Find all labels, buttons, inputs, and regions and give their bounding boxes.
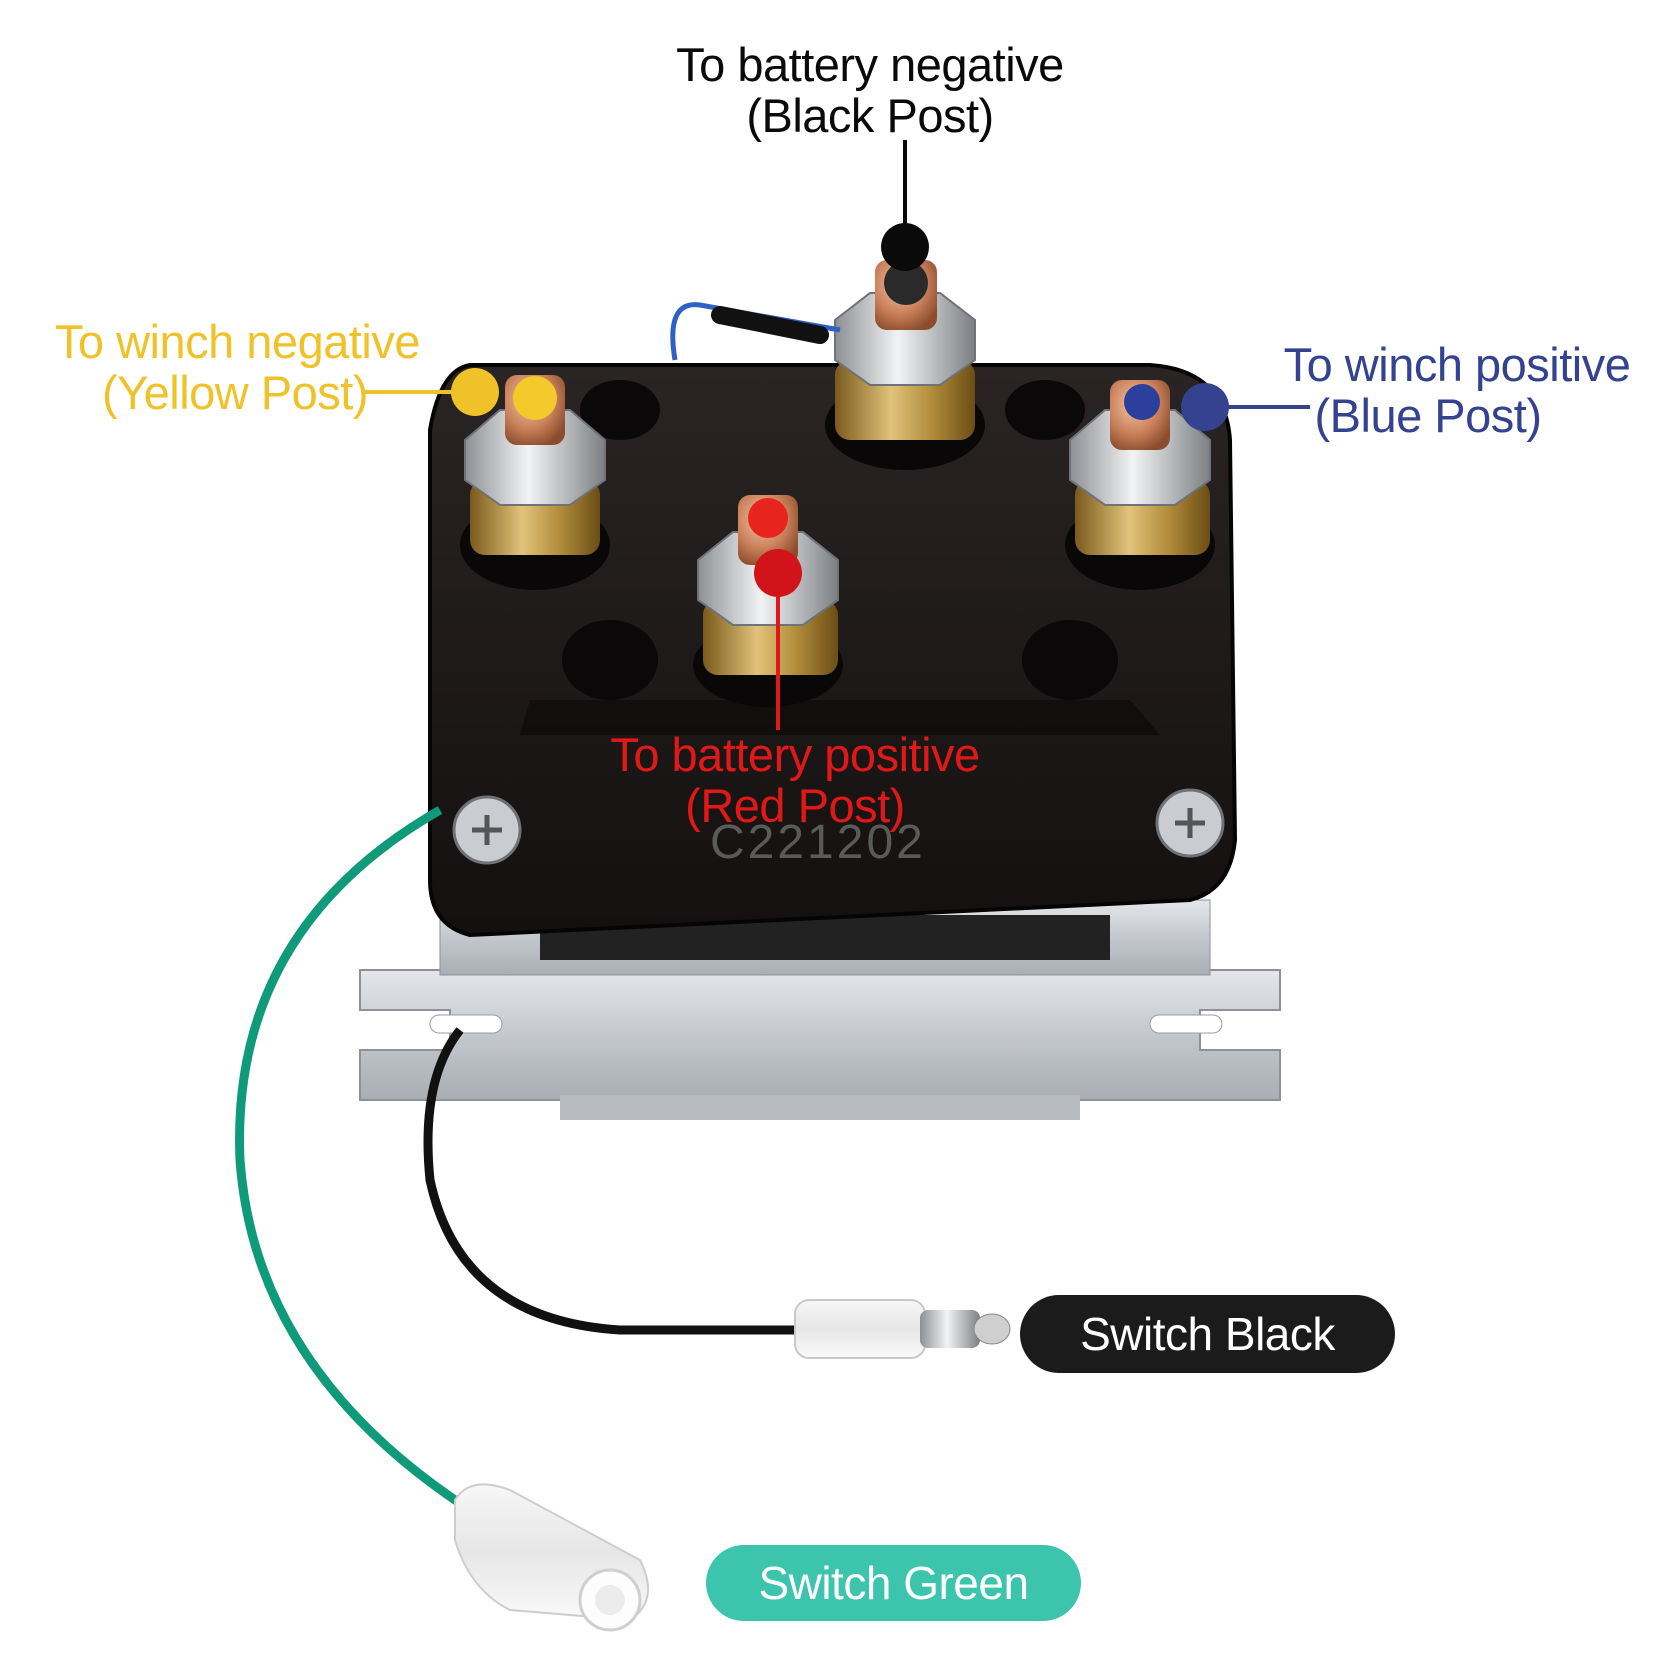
switch-green-label: Switch Green bbox=[706, 1545, 1081, 1621]
blue-lead-wire bbox=[670, 302, 841, 361]
switch-black-label: Switch Black bbox=[1020, 1295, 1395, 1373]
screw-icon bbox=[452, 788, 1225, 865]
label-battery-positive: To battery positive (Red Post) bbox=[570, 728, 1020, 832]
label-battery-negative: To battery negative (Black Post) bbox=[630, 38, 1110, 142]
green-switch-wire bbox=[235, 806, 473, 1514]
label-line: To winch negative bbox=[54, 315, 421, 368]
terminal-post-icon bbox=[460, 260, 1215, 707]
label-winch-positive: To winch positive (Blue Post) bbox=[1260, 338, 1654, 442]
black-switch-wire bbox=[423, 1027, 800, 1335]
bullet-connector-icon bbox=[454, 1483, 649, 1632]
label-line: To battery positive bbox=[610, 728, 980, 781]
callout-lines bbox=[365, 140, 1310, 730]
label-line: (Red Post) bbox=[685, 778, 905, 832]
label-winch-negative: To winch negative (Yellow Post) bbox=[0, 315, 421, 419]
label-line: (Blue Post) bbox=[1314, 388, 1542, 442]
bullet-connector-icon bbox=[794, 1299, 1011, 1359]
label-line: To winch positive bbox=[1283, 338, 1631, 391]
label-line: (Black Post) bbox=[746, 88, 994, 142]
label-line: To battery negative bbox=[676, 38, 1064, 91]
case-code: C221202 bbox=[710, 816, 926, 869]
label-line: (Yellow Post) bbox=[101, 365, 369, 419]
